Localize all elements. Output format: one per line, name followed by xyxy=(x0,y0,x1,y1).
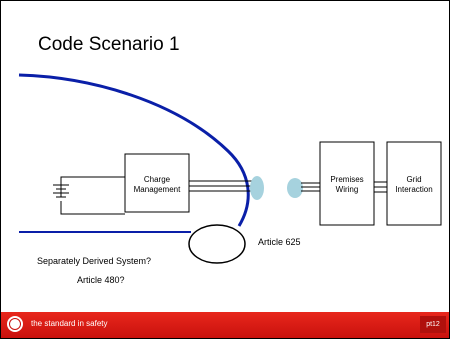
diagram xyxy=(18,73,442,264)
grid-interaction-label: Grid Interaction xyxy=(395,175,433,194)
ul-logo-icon xyxy=(7,316,23,332)
footer-bar: the standard in safety pt12 xyxy=(1,312,449,338)
grid-interaction-box xyxy=(386,141,442,226)
charge-management-box xyxy=(124,153,190,213)
battery-wire-top xyxy=(60,176,125,197)
vehicle-outline xyxy=(18,73,250,227)
battery-icon xyxy=(53,184,69,198)
vehicle-inlet-connector xyxy=(250,176,264,200)
premises-wiring-label: Premises Wiring xyxy=(330,175,364,194)
page-number: pt12 xyxy=(420,316,446,333)
article-480-note: Article 480? xyxy=(77,275,125,285)
slide-title: Code Scenario 1 xyxy=(38,34,180,55)
supply-connector xyxy=(287,178,303,198)
separately-derived-note: Separately Derived System? xyxy=(37,256,152,266)
battery-wire-bottom xyxy=(60,201,125,215)
vehicle-wheel xyxy=(188,224,246,264)
article-625-note: Article 625 xyxy=(258,237,301,247)
footer-tagline: the standard in safety xyxy=(31,319,108,328)
charge-management-label: Charge Management xyxy=(133,175,181,194)
premises-wiring-box xyxy=(319,141,375,226)
